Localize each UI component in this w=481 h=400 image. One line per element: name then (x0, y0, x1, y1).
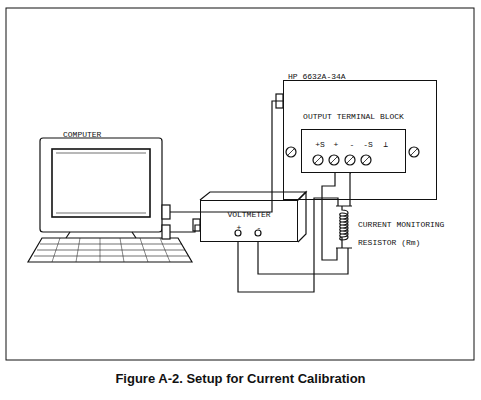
label-holder: + (237, 217, 242, 235)
terminal-label: + (334, 140, 339, 149)
model-label: HP 6632A-34A (288, 72, 346, 81)
power-supply: HP 6632A-34AOUTPUT TERMINAL BLOCK+S+--S⊥ (283, 80, 437, 200)
terminal-screws (313, 155, 371, 165)
current-resistor: CURRENT MONITORING RESISTOR (Rm) (332, 206, 352, 248)
figure-frame (6, 8, 474, 360)
terminal-block: OUTPUT TERMINAL BLOCK+S+--S⊥ (301, 129, 406, 173)
terminal-label: - (257, 223, 262, 232)
text-holder: VOLTMETER (227, 204, 270, 222)
cable-wire (258, 242, 348, 274)
label-holder: -S (363, 134, 373, 152)
terminal-label: + (237, 223, 242, 232)
figure-caption: Figure A-2. Setup for Current Calibratio… (115, 371, 365, 386)
voltmeter-body (193, 192, 306, 242)
terminal-label: - (350, 140, 355, 149)
resistor-label: CURRENT MONITORING RESISTOR (Rm) (358, 220, 444, 247)
caption-holder: Figure A-2. Setup for Current Calibratio… (0, 370, 481, 388)
cable-wire (350, 173, 351, 206)
label-holder: - (350, 134, 355, 152)
node-heading: COMPUTER (63, 130, 101, 139)
text-holder: HP 6632A-34A (288, 66, 346, 84)
text-holder: OUTPUT TERMINAL BLOCK (303, 106, 404, 124)
cable-wire (322, 173, 337, 260)
computer-illustration (28, 138, 192, 262)
instrument-name: VOLTMETER (227, 210, 270, 219)
terminal-label: +S (315, 140, 325, 149)
label-holder: + (334, 134, 339, 152)
label-holder: +S (315, 134, 325, 152)
label-holder: ⊥ (384, 134, 389, 152)
text-holder: COMPUTER (63, 124, 101, 142)
resistor-symbol (336, 206, 352, 248)
voltmeter: VOLTMETER + - (200, 200, 298, 242)
terminal-label: ⊥ (384, 140, 389, 149)
label-holder: - (257, 217, 262, 235)
terminal-label: -S (363, 140, 373, 149)
cable-wire (190, 225, 200, 232)
text-holder: CURRENT MONITORING RESISTOR (Rm) (358, 214, 450, 250)
block-heading: OUTPUT TERMINAL BLOCK (303, 112, 404, 121)
cable-wire (190, 101, 283, 212)
computer: COMPUTER (30, 120, 190, 268)
